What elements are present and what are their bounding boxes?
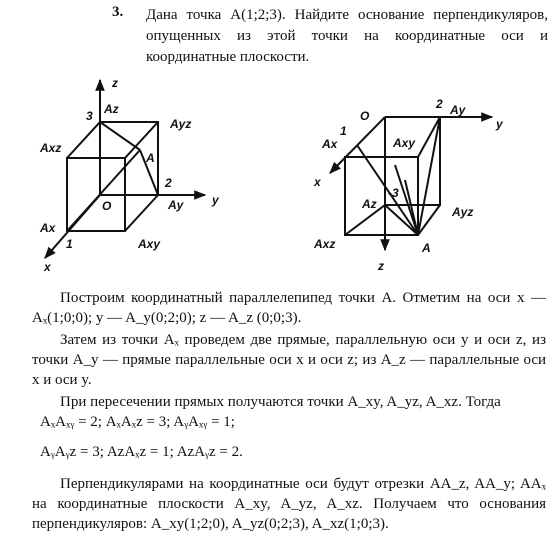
fig2-edge-2	[344, 204, 386, 236]
fig1-label-Ayz: Ayz	[169, 117, 191, 131]
fig1-label-O: O	[102, 199, 112, 213]
fig1-edge-2	[124, 121, 159, 159]
fig2-front-face	[344, 156, 419, 236]
fig1-label-A: A	[145, 151, 155, 165]
solution-paragraph-4: Перпендикулярами на координатные оси буд…	[32, 476, 546, 532]
problem-statement: Дана точка A(1;2;3). Найдите основание п…	[146, 7, 548, 65]
equation-line-2: AᵧAᵧz = 3; AzAₓz = 1; AzAᵧz = 2.	[40, 444, 243, 460]
fig2-label-O: O	[360, 109, 370, 123]
fig1-label-Ax: Ax	[39, 221, 57, 235]
fig2-perp-ax	[356, 144, 419, 236]
solution-paragraph-1: Построим координатный параллелепипед точ…	[32, 290, 546, 326]
fig1-label-Axy: Axy	[137, 237, 161, 251]
figures: z 3 Az Ayz Axz A 2 O Ay y Ax 1 Axy x O 2…	[39, 76, 504, 274]
fig2-label-A: A	[421, 241, 431, 255]
figure-2	[329, 112, 494, 252]
fig1-perp-az	[99, 121, 141, 151]
figure-1	[44, 78, 207, 259]
solution-paragraph-3: При пересечении прямых получаются точки …	[60, 394, 501, 410]
fig2-label-1: 1	[340, 124, 347, 138]
fig2-label-Az: Az	[361, 197, 377, 211]
fig1-label-x: x	[43, 260, 52, 274]
fig2-label-Ax: Ax	[321, 137, 339, 151]
fig2-perp-ay	[417, 116, 441, 236]
fig1-edge-1	[66, 121, 101, 159]
fig2-label-Ayz: Ayz	[451, 205, 473, 219]
fig2-perp-2	[404, 179, 419, 236]
fig1-perp-ay	[139, 149, 159, 196]
fig2-label-y: y	[495, 117, 504, 131]
fig2-label-2: 2	[435, 97, 443, 111]
fig1-label-3: 3	[86, 109, 93, 123]
fig1-perp-ax	[66, 149, 141, 232]
fig2-label-Ay: Ay	[449, 103, 467, 117]
fig2-label-Axz: Axz	[313, 237, 335, 251]
fig2-edge-1	[417, 116, 441, 158]
fig1-label-y: y	[211, 193, 220, 207]
fig1-label-Ay: Ay	[167, 198, 185, 212]
fig2-edge-3	[417, 204, 441, 236]
fig1-label-z: z	[111, 76, 118, 90]
fig2-label-z: z	[377, 259, 384, 273]
fig1-label-Az: Az	[103, 102, 119, 116]
equation-line-1: AₓAₓᵧ = 2; AₓAₓz = 3; AᵧAₓᵧ = 1;	[40, 414, 235, 430]
fig2-perp-1	[394, 164, 419, 236]
fig1-front-face	[66, 157, 126, 232]
fig1-label-1: 1	[66, 237, 73, 251]
fig1-label-2: 2	[164, 176, 172, 190]
fig1-label-Axz: Axz	[39, 141, 61, 155]
fig2-label-x: x	[313, 175, 322, 189]
fig2-label-minus3: -3	[388, 186, 399, 200]
fig2-label-Axy: Axy	[392, 136, 416, 150]
problem-number: 3.	[112, 4, 124, 20]
solution-paragraph-2: Затем из точки Aₓ проведем две прямые, п…	[32, 332, 546, 388]
fig1-edge-3	[124, 194, 159, 232]
fig2-perp-az	[384, 204, 419, 236]
